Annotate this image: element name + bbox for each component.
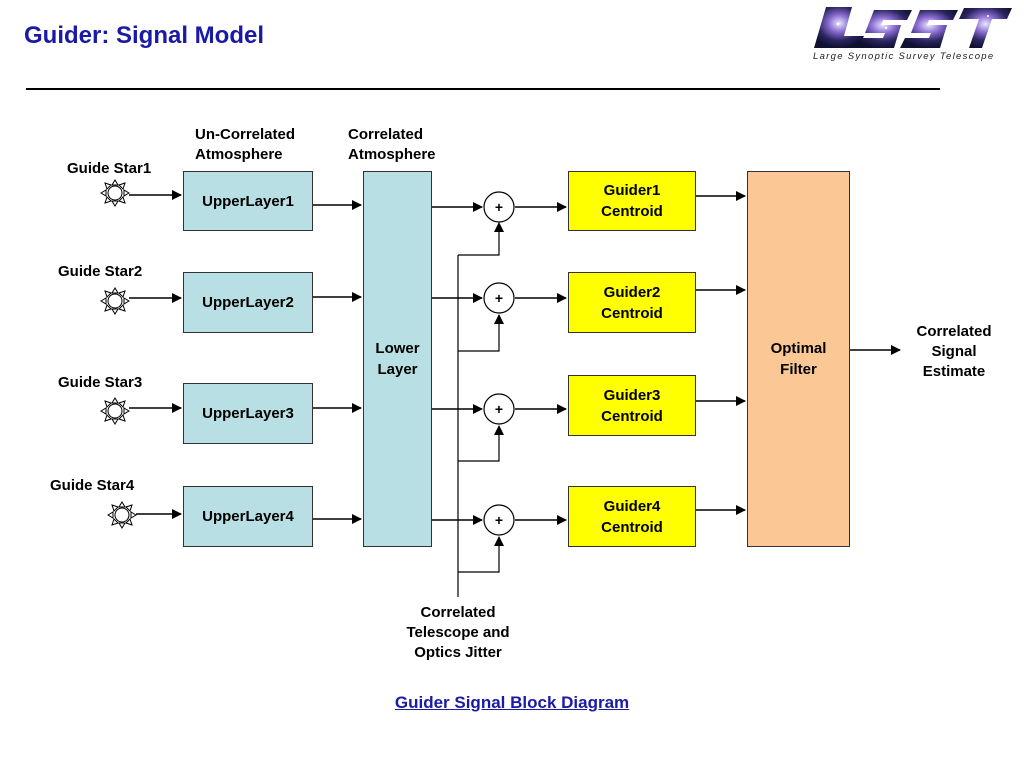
star-icon <box>100 287 130 315</box>
guide-star-label-1: Guide Star1 <box>67 160 152 177</box>
star-icon <box>100 179 130 207</box>
sum-junction-2 <box>483 282 515 314</box>
guider-centroid-block-2: Guider2 Centroid <box>568 272 696 333</box>
sum-symbol: + <box>495 290 503 306</box>
sum-junction-1 <box>483 191 515 223</box>
diagram-caption[interactable]: Guider Signal Block Diagram <box>394 693 630 712</box>
output-label: Correlated Signal Estimate <box>916 323 992 380</box>
uncorrelated-atmosphere-label: Un-Correlated Atmosphere <box>195 126 296 163</box>
guider-centroid-block-4: Guider4 Centroid <box>568 486 696 547</box>
guider-centroid-block-3: Guider3 Centroid <box>568 375 696 436</box>
logo-tagline: Large Synoptic Survey Telescope <box>813 51 995 62</box>
title-divider <box>26 88 940 90</box>
slide-title: Guider: Signal Model <box>24 22 265 49</box>
sum-junction-4 <box>483 504 515 536</box>
lower-layer-block: Lower Layer <box>363 171 432 547</box>
sum-symbol: + <box>495 199 503 215</box>
lsst-logo <box>814 7 1012 48</box>
star-icon <box>107 501 137 529</box>
jitter-label: Correlated Telescope and Optics Jitter <box>406 604 510 661</box>
guide-star-label-4: Guide Star4 <box>50 477 135 494</box>
upper-layer-block-2: UpperLayer2 <box>183 272 313 333</box>
sum-junction-3 <box>483 393 515 425</box>
guider-centroid-block-1: Guider1 Centroid <box>568 171 696 231</box>
upper-layer-block-3: UpperLayer3 <box>183 383 313 444</box>
guide-star-label-2: Guide Star2 <box>58 263 143 280</box>
guide-star-label-3: Guide Star3 <box>58 374 143 391</box>
sum-symbol: + <box>495 512 503 528</box>
optimal-filter-block: Optimal Filter <box>747 171 850 547</box>
upper-layer-block-1: UpperLayer1 <box>183 171 313 231</box>
upper-layer-block-4: UpperLayer4 <box>183 486 313 547</box>
star-icon <box>100 397 130 425</box>
correlated-atmosphere-label: Correlated Atmosphere <box>348 126 436 163</box>
sum-symbol: + <box>495 401 503 417</box>
